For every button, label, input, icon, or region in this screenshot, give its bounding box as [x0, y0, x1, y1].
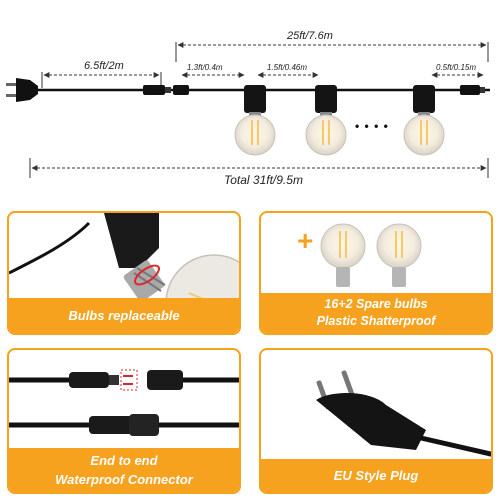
dimension-total-string	[175, 42, 489, 62]
connector-icon	[9, 414, 239, 436]
label-end-gap: 0.5ft/0.15m	[436, 63, 477, 72]
feature-panel-bulbs-replaceable: Bulbs replaceable	[7, 211, 241, 335]
label-total-length: Total 31ft/9.5m	[224, 173, 303, 187]
eu-plug-illustration	[316, 370, 491, 457]
spare-bulbs-illustration	[320, 223, 422, 287]
bulb-icon	[403, 85, 445, 156]
label-bulb-spacing: 1.5ft/0.46m	[267, 63, 308, 72]
label-lead-cord: 6.5ft/2m	[84, 60, 124, 72]
feature-panel-eu-plug: EU Style Plug	[259, 348, 493, 494]
eu-plug-icon	[6, 78, 38, 102]
connector-icon	[9, 369, 239, 391]
connector-illustration	[9, 369, 239, 436]
feature-panel-waterproof-connector: End to end Waterproof Connector	[7, 348, 241, 494]
feature-caption-line1: End to end	[90, 453, 158, 468]
bulb-icon	[320, 223, 366, 287]
feature-caption: 16+2 Spare bulbs Plastic Shatterproof	[261, 293, 491, 333]
feature-caption: End to end Waterproof Connector	[9, 448, 239, 492]
feature-caption: Bulbs replaceable	[9, 298, 239, 333]
feature-caption-line2: Waterproof Connector	[55, 472, 193, 487]
rotate-arrow-icon	[134, 264, 160, 286]
bulb-icon	[234, 85, 276, 156]
connector-icon	[460, 85, 485, 95]
feature-caption-line2: Plastic Shatterproof	[316, 314, 436, 328]
feature-caption-line1: EU Style Plug	[333, 468, 419, 483]
dimension-lead-cord	[41, 72, 162, 88]
bulb-icon	[305, 85, 347, 156]
bulb-icon	[376, 223, 422, 287]
connector-icon	[143, 85, 189, 95]
dimension-total-length	[29, 158, 489, 178]
string-light-diagram	[6, 42, 490, 178]
ellipsis-more-bulbs: • • • •	[355, 119, 389, 133]
feature-caption-line1: Bulbs replaceable	[68, 308, 180, 323]
label-total-string: 25ft/7.6m	[287, 30, 333, 42]
feature-caption: EU Style Plug	[261, 459, 491, 492]
feature-caption-line1: 16+2 Spare bulbs	[324, 297, 428, 311]
plus-sign: +	[297, 225, 314, 256]
label-first-gap: 1.3ft/0.4m	[187, 63, 223, 72]
eu-plug-icon	[316, 370, 491, 457]
feature-panel-spare-bulbs: + 16+2 Spare bulbs Plastic Shatterproof	[259, 211, 493, 335]
